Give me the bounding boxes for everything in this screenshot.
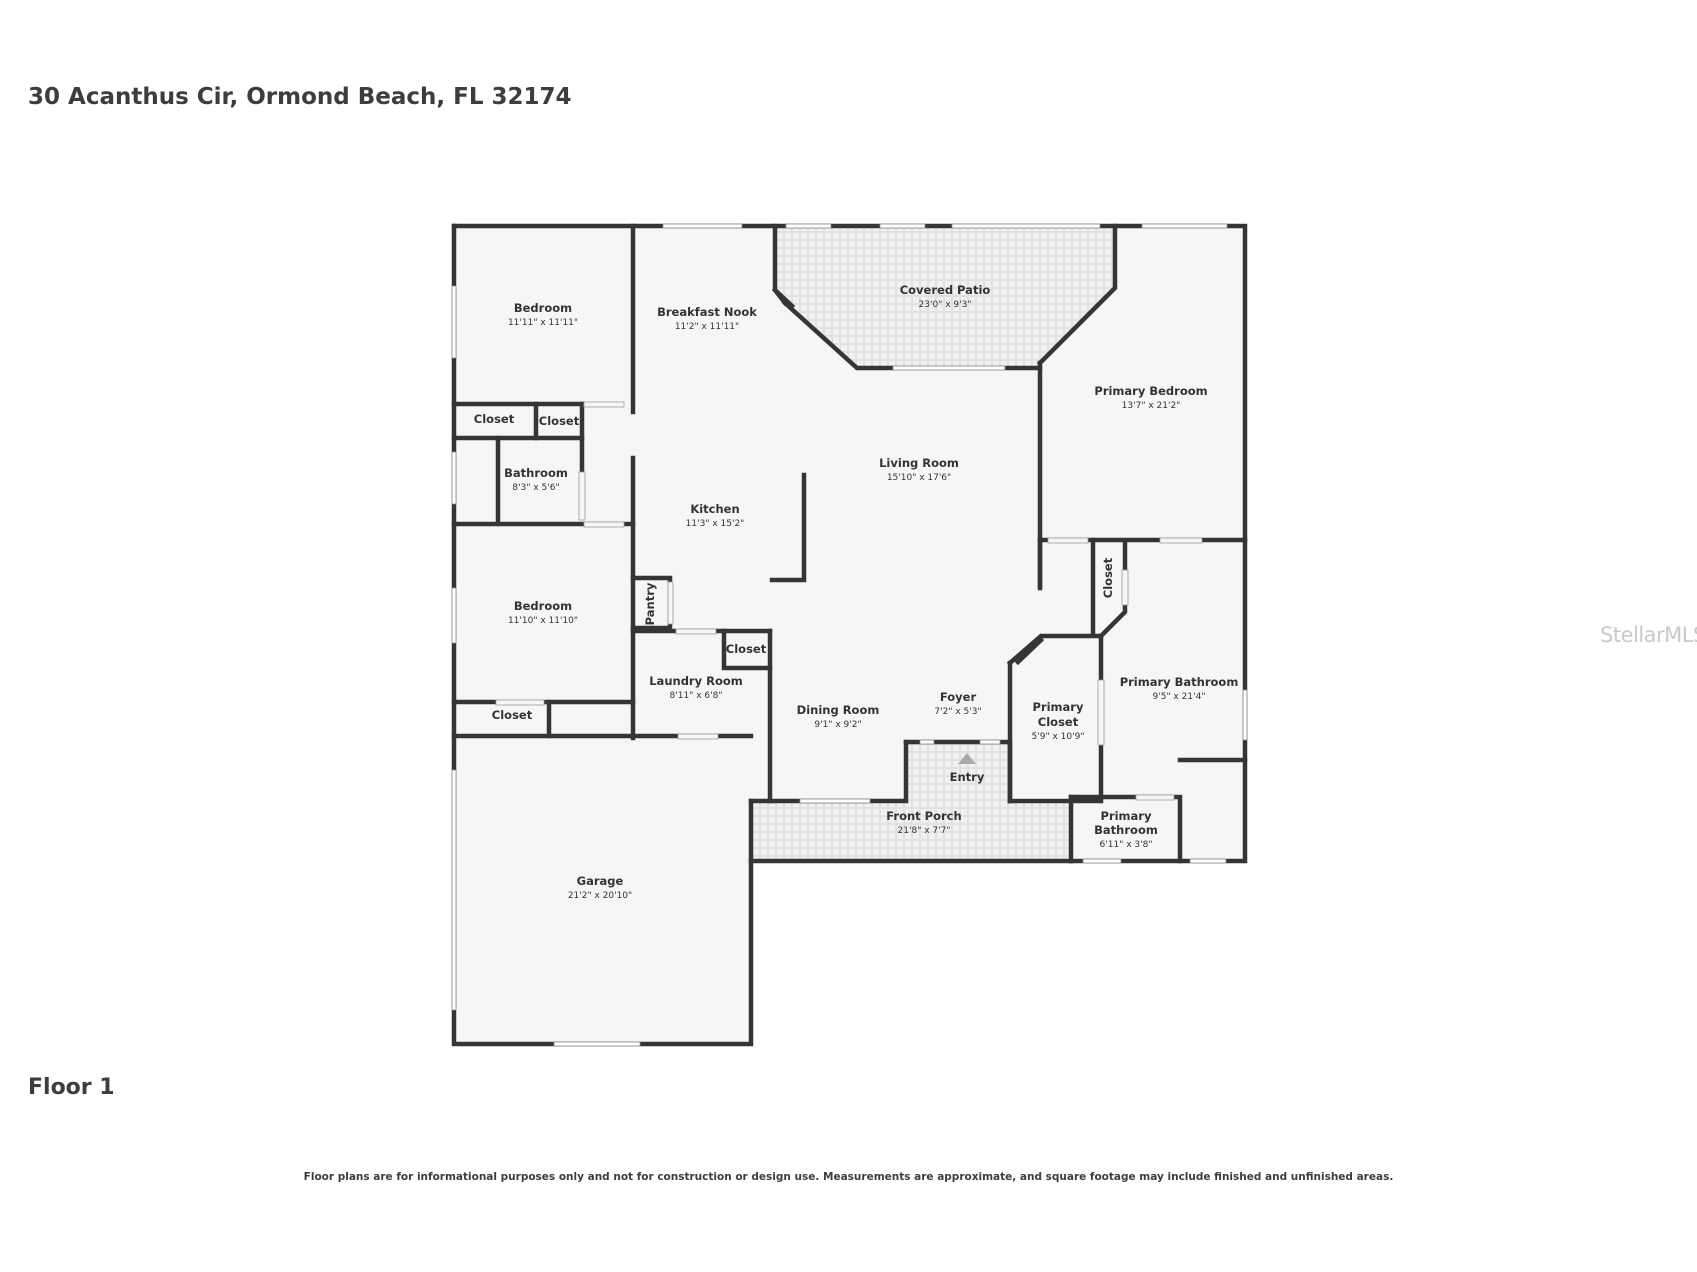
floor-fills xyxy=(454,226,1245,1044)
room-dims-primary-bedroom: 13'7" x 21'2" xyxy=(1122,401,1181,411)
room-name-primary-bathroom-2-line2: Bathroom xyxy=(1094,823,1158,837)
room-name-covered-patio: Covered Patio xyxy=(900,283,991,297)
page-title: 30 Acanthus Cir, Ormond Beach, FL 32174 xyxy=(28,84,572,110)
floor-label: Floor 1 xyxy=(28,1075,115,1100)
room-name-primary-bathroom: Primary Bathroom xyxy=(1120,675,1239,689)
room-labels: Bedroom 11'11" x 11'11" Breakfast Nook 1… xyxy=(474,283,1239,901)
room-dims-garage: 21'2" x 20'10" xyxy=(568,891,632,901)
room-name-garage: Garage xyxy=(577,874,624,888)
room-name-foyer: Foyer xyxy=(940,690,977,704)
room-name-breakfast-nook: Breakfast Nook xyxy=(657,305,757,319)
room-dims-covered-patio: 23'0" x 9'3" xyxy=(919,300,972,310)
entry-arrow-icon xyxy=(958,753,976,764)
room-name-bedroom-2: Bedroom xyxy=(514,599,572,613)
room-name-pantry: Pantry xyxy=(643,582,657,625)
room-name-closet-4: Closet xyxy=(726,642,767,656)
covered-patio-area xyxy=(775,226,1115,368)
front-porch-area xyxy=(751,742,1071,861)
room-dims-dining-room: 9'1" x 9'2" xyxy=(814,720,861,730)
room-name-bathroom: Bathroom xyxy=(504,466,568,480)
room-dims-primary-bathroom-2: 6'11" x 3'8" xyxy=(1100,840,1153,850)
room-name-living-room: Living Room xyxy=(879,456,959,470)
room-dims-living-room: 15'10" x 17'6" xyxy=(887,473,951,483)
room-dims-front-porch: 21'8" x 7'7" xyxy=(898,826,951,836)
room-dims-laundry-room: 8'11" x 6'8" xyxy=(670,691,723,701)
room-name-primary-closet-line2: Closet xyxy=(1038,715,1079,729)
room-dims-bathroom: 8'3" x 5'6" xyxy=(512,483,559,493)
room-name-closet-3: Closet xyxy=(1101,557,1115,598)
room-name-front-porch: Front Porch xyxy=(886,809,961,823)
room-name-kitchen: Kitchen xyxy=(690,502,739,516)
room-dims-kitchen: 11'3" x 15'2" xyxy=(686,519,745,529)
door-openings xyxy=(495,401,1203,801)
room-name-primary-closet-line1: Primary xyxy=(1033,700,1084,714)
room-name-primary-bedroom: Primary Bedroom xyxy=(1094,384,1207,398)
room-dims-primary-closet: 5'9" x 10'9" xyxy=(1032,732,1085,742)
room-name-dining-room: Dining Room xyxy=(797,703,880,717)
room-name-closet-5: Closet xyxy=(492,708,533,722)
room-name-laundry-room: Laundry Room xyxy=(649,674,743,688)
windows xyxy=(451,223,1248,1047)
room-dims-primary-bathroom: 9'5" x 21'4" xyxy=(1153,692,1206,702)
disclaimer-text: Floor plans are for informational purpos… xyxy=(303,1171,1394,1183)
room-name-closet-2: Closet xyxy=(539,414,580,428)
room-name-primary-bathroom-2-line1: Primary xyxy=(1101,809,1152,823)
room-dims-bedroom-2: 11'10" x 11'10" xyxy=(508,616,578,626)
room-dims-foyer: 7'2" x 5'3" xyxy=(934,707,981,717)
room-dims-bedroom-1: 11'11" x 11'11" xyxy=(508,318,578,328)
room-name-closet-1: Closet xyxy=(474,412,515,426)
room-name-entry: Entry xyxy=(950,770,985,784)
room-dims-breakfast-nook: 11'2" x 11'11" xyxy=(675,322,739,332)
room-name-bedroom-1: Bedroom xyxy=(514,301,572,315)
watermark-stellarmls: StellarMLS xyxy=(1600,623,1697,647)
